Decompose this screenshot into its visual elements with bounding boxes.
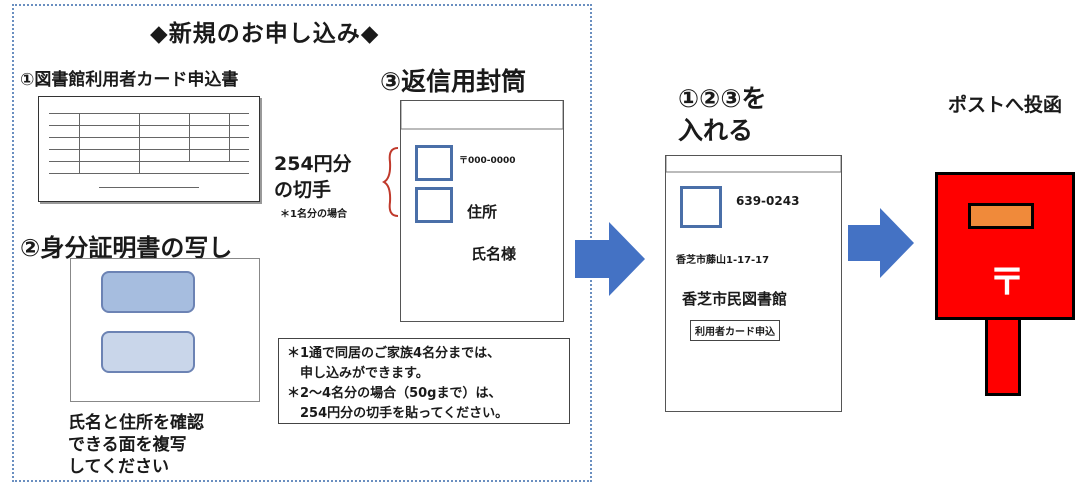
info-line: 申し込みができます。 [287,366,429,381]
return-postal-code: 〒000-0000 [459,156,516,166]
postal-mark-icon: 〒 [989,262,1026,303]
id-note-line: してください [68,457,169,477]
id-note-line: できる面を複写 [68,435,187,455]
info-line: ＊2～4名分の場合（50gまで）は、 [287,386,502,401]
id-document-image [70,258,260,402]
stamp-box [415,187,453,223]
return-envelope: 〒000-0000 住所 氏名様 [400,100,564,322]
step-label-line: ①②③を [678,84,767,113]
info-line: ＊1通で同居のご家族4名分までは、 [287,346,501,361]
return-envelope-label: ③返信用封筒 [380,67,527,96]
return-name: 氏名様 [471,245,517,263]
stamp-box [415,145,453,181]
step-label-line: 入れる [678,116,754,145]
stamp-amount-line: 254円分 [274,153,352,175]
stamp-amount-label: 254円分 の切手 [274,151,352,203]
stamp-box [680,186,722,228]
arrow-right-icon [575,222,645,296]
stamp-note: ＊1名分の場合 [280,209,347,220]
postbox-slot [968,203,1034,229]
id-back-shape [101,331,195,373]
brace-icon [382,147,399,217]
stamp-amount-line: の切手 [274,179,332,201]
id-copy-label: ②身分証明書の写し [20,234,233,262]
id-note-line: 氏名と住所を確認 [68,413,204,433]
application-form-image [38,96,260,202]
envelope-flap [401,101,563,130]
return-address: 住所 [467,203,498,221]
step-label: ①②③を 入れる [678,83,767,147]
id-copy-note: 氏名と住所を確認 できる面を複写 してください [68,412,204,478]
form-label: ①図書館利用者カード申込書 [20,70,239,90]
library-name: 香芝市民図書館 [682,290,788,308]
family-info-box: ＊1通で同居のご家族4名分までは、 申し込みができます。 ＊2～4名分の場合（5… [278,338,570,424]
envelope-tag: 利用者カード申込 [690,320,780,341]
outgoing-envelope: 639-0243 香芝市藤山1-17-17 香芝市民図書館 利用者カード申込 [665,155,842,412]
panel-title: ◆新規のお申し込み◆ [150,21,380,47]
info-line: 254円分の切手を貼ってください。 [287,406,509,421]
library-postal-code: 639-0243 [736,194,800,208]
postbox-stand [985,320,1021,396]
post-title: ポストへ投函 [948,94,1063,116]
library-address: 香芝市藤山1-17-17 [676,255,770,266]
postbox-icon: 〒 [935,172,1075,320]
envelope-flap [665,156,842,173]
arrow-right-icon [848,208,914,278]
id-front-shape [101,271,195,313]
